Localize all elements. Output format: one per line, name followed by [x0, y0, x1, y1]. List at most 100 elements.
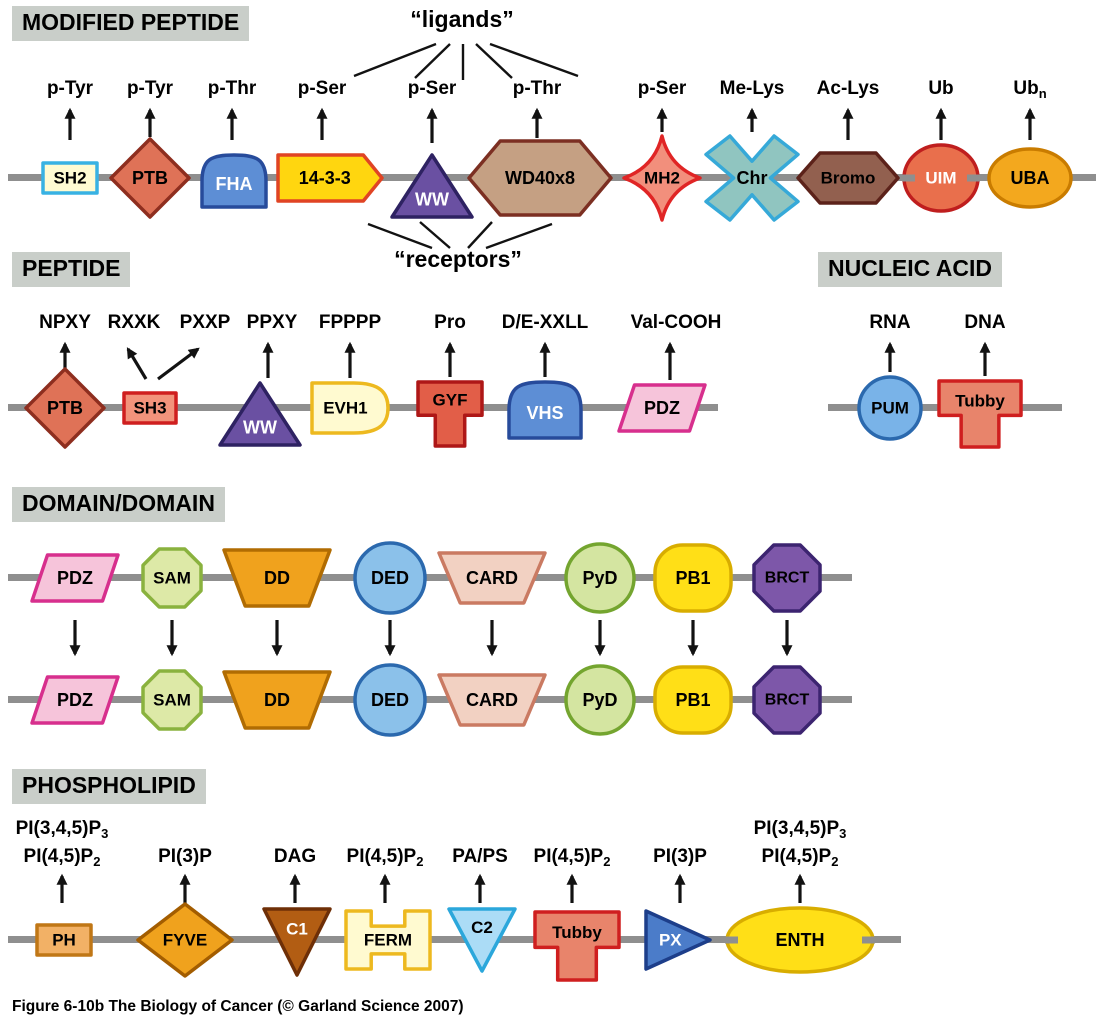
- domain-label: EVH1: [323, 399, 367, 418]
- domain-ww: WW: [390, 153, 474, 219]
- connector-line: [467, 221, 493, 249]
- domain-shape: [987, 147, 1073, 209]
- domain-label: BRCT: [765, 692, 810, 709]
- domain-shape: [200, 153, 268, 209]
- ligand-text: PXXP: [179, 312, 231, 333]
- ligand-text: p-Tyr: [46, 78, 94, 99]
- domain-label: UBA: [1011, 168, 1050, 188]
- domain-label: 14-3-3: [299, 168, 351, 188]
- domain-shape: [752, 543, 822, 613]
- domain-shape: [533, 910, 621, 982]
- ligand-text: DAG: [273, 846, 317, 867]
- domain-label: PB1: [675, 568, 710, 588]
- ligand-text: D/E-XXLL: [501, 312, 589, 333]
- notch: [967, 174, 980, 182]
- ligand-label: p-Tyr: [127, 78, 173, 100]
- ligand-subscript: 2: [93, 854, 101, 869]
- ligand-subscript: 2: [416, 854, 424, 869]
- ligand-text: Ub: [928, 78, 954, 99]
- domain-ded: DED: [353, 663, 427, 737]
- section-header-domain-domain: DOMAIN/DOMAIN: [12, 487, 225, 522]
- domain-label: PB1: [675, 690, 710, 710]
- domain-label: DED: [371, 568, 409, 588]
- ligand-label: NPXY: [39, 312, 91, 334]
- ligand-text: Val-COOH: [630, 312, 722, 333]
- ligand-text: p-Thr: [207, 78, 257, 99]
- connector-line: [475, 43, 513, 79]
- ligand-text: PI(3,4,5)P: [753, 818, 840, 839]
- ligand-label: PA/PS: [452, 846, 508, 868]
- notch: [862, 936, 875, 944]
- domain-shape: [136, 902, 234, 978]
- domain-ww: WW: [218, 381, 302, 447]
- domain-shape: [141, 669, 203, 731]
- domain-tubby: Tubby: [937, 379, 1023, 449]
- notch: [902, 174, 915, 182]
- domain-label: PX: [659, 931, 682, 950]
- domain-label: PTB: [132, 168, 168, 188]
- domain-label: C2: [471, 918, 493, 937]
- domain-label: UIM: [925, 169, 956, 188]
- domain-shape: [344, 909, 432, 971]
- domain-pyd: PyD: [564, 664, 636, 736]
- domain-label: SAM: [153, 691, 191, 710]
- domain-label: PyD: [582, 690, 617, 710]
- figure-caption: Figure 6-10b The Biology of Cancer (© Ga…: [12, 998, 464, 1015]
- domain-ptb: PTB: [24, 367, 106, 449]
- domain-label: Bromo: [821, 169, 876, 188]
- domain-label: DD: [264, 690, 290, 710]
- domain-pdz: PDZ: [30, 675, 120, 725]
- domain-shape: [796, 151, 900, 205]
- domain-tubby: Tubby: [533, 910, 621, 982]
- ligand-text: PA/PS: [452, 846, 508, 867]
- domain-fyve: FYVE: [136, 902, 234, 978]
- ligand-label: PI(4,5)P2: [762, 846, 839, 869]
- domain-vhs: VHS: [507, 380, 583, 440]
- ligand-label: p-Ser: [638, 78, 687, 100]
- ligand-label: Val-COOH: [631, 312, 722, 334]
- domain-chr: Chr: [704, 134, 800, 222]
- ligand-label: RNA: [869, 312, 910, 334]
- receptors-annotation: “receptors”: [394, 246, 522, 272]
- domain-shape: [390, 153, 474, 219]
- domain-label: PDZ: [57, 568, 93, 588]
- ligand-text: Me-Lys: [719, 78, 785, 99]
- ligand-label: p-Ser: [408, 78, 457, 100]
- domain-label: WW: [415, 190, 449, 210]
- domain-shape: [141, 547, 203, 609]
- ligand-subscript: 2: [831, 854, 839, 869]
- arrow-icon: [157, 347, 200, 381]
- section-header-nucleic-acid: NUCLEIC ACID: [818, 252, 1002, 287]
- ligand-label: p-Tyr: [47, 78, 93, 100]
- ligand-text: p-Ser: [297, 78, 347, 99]
- ligand-text: PI(4,5)P: [346, 846, 417, 867]
- connector-line: [485, 222, 553, 250]
- domain-shape: [222, 670, 332, 730]
- domain-shape: [30, 675, 120, 725]
- ligand-text: Ac-Lys: [816, 78, 880, 99]
- domain-shape: [752, 665, 822, 735]
- domain-label: Tubby: [552, 923, 602, 942]
- domain-ptb: PTB: [109, 137, 191, 219]
- domain-label: SH3: [133, 399, 166, 418]
- domain-shape: [218, 381, 302, 447]
- domain-bromo: Bromo: [796, 151, 900, 205]
- ligand-text: PI(3)P: [158, 846, 212, 867]
- domain-shape: [447, 907, 517, 973]
- domain-shape: [507, 380, 583, 440]
- ligand-label: DAG: [274, 846, 316, 868]
- domain-label: CARD: [466, 690, 518, 710]
- ligand-subscript: 3: [839, 826, 847, 841]
- ligand-subscript: n: [1038, 86, 1047, 101]
- ligand-label: Me-Lys: [720, 78, 785, 100]
- domain-pum: PUM: [857, 375, 923, 441]
- ligand-label: PI(4,5)P2: [534, 846, 611, 869]
- ligand-label: PPXY: [247, 312, 298, 334]
- ligand-text: RNA: [869, 312, 911, 333]
- domain-ferm: FERM: [344, 909, 432, 971]
- connector-line: [419, 221, 451, 249]
- ligand-label: p-Thr: [513, 78, 562, 100]
- ligand-label: PI(3)P: [158, 846, 212, 868]
- ligand-label: PI(3)P: [653, 846, 707, 868]
- domain-label: PTB: [47, 398, 83, 418]
